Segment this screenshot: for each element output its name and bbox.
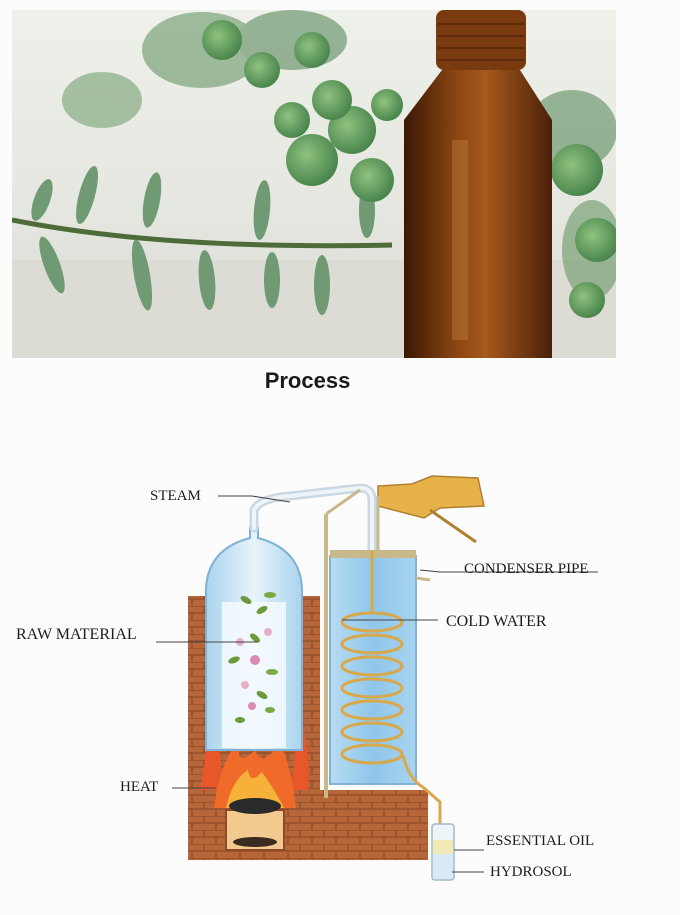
eucalyptus-photo: [12, 10, 616, 358]
label-heat: HEAT: [120, 779, 158, 795]
distillation-diagram: STEAM CONDENSER PIPE RAW MATERIAL COLD W…: [0, 410, 680, 910]
water-inlet-funnel: [377, 475, 485, 519]
label-steam: STEAM: [150, 488, 201, 504]
raw-material-herbs: [228, 592, 278, 723]
label-essential-oil: ESSENTIAL OIL: [486, 833, 594, 849]
label-cold-water: COLD WATER: [446, 613, 547, 630]
label-raw-material: RAW MATERIAL: [16, 626, 137, 643]
base-brick: [316, 790, 428, 860]
condenser-coil: [340, 550, 442, 830]
eucalyptus-bottle-photo-icon: [12, 10, 616, 358]
label-condenser-pipe: CONDENSER PIPE: [464, 561, 589, 577]
label-hydrosol: HYDROSOL: [490, 864, 572, 880]
page-title: Process: [264, 368, 351, 393]
steam-distillation-apparatus-icon: STEAM CONDENSER PIPE RAW MATERIAL COLD W…: [16, 475, 598, 881]
